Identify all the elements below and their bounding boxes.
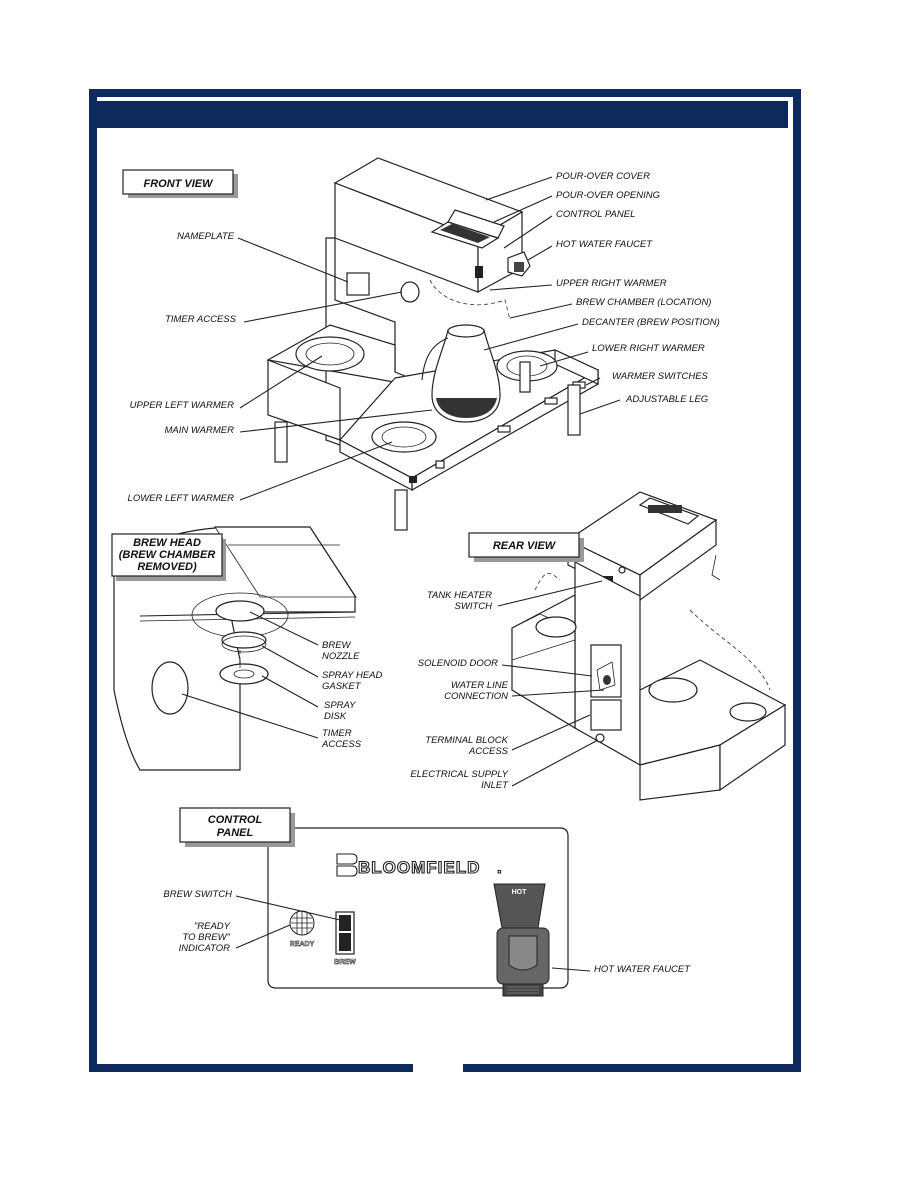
page-frame	[89, 89, 801, 1072]
brand-mark: .	[497, 858, 503, 877]
label-pour-over-cover: POUR-OVER COVER	[556, 171, 650, 182]
front-view-title-box: FRONT VIEW	[122, 169, 238, 198]
label-pour-over-opening: POUR-OVER OPENING	[556, 190, 660, 201]
brew-head-callouts	[181, 611, 319, 739]
control-panel-drawing: BLOOMFIELD . READY BREW HOT	[267, 827, 569, 997]
brew-head-title-1: BREW HEAD	[133, 537, 201, 549]
label-brew-switch: BREW SWITCH	[163, 889, 232, 900]
label-upper-right-warmer: UPPER RIGHT WARMER	[556, 278, 667, 289]
label-lower-right-warmer: LOWER RIGHT WARMER	[592, 343, 705, 354]
control-panel-callouts	[235, 895, 591, 972]
front-view-labels: POUR-OVER COVER POUR-OVER OPENING CONTRO…	[128, 171, 720, 504]
label-timer-access-1: TIMER	[322, 728, 352, 739]
label-water-line-2: CONNECTION	[444, 691, 508, 702]
brand-logo: BLOOMFIELD	[358, 858, 480, 877]
label-spray-head-gasket-1: SPRAY HEAD	[322, 670, 383, 681]
label-terminal-block-2: ACCESS	[468, 746, 509, 757]
brew-head-title-2: (BREW CHAMBER	[119, 549, 216, 561]
control-panel-title-box: CONTROL PANEL	[179, 807, 295, 847]
rear-view-callouts	[497, 580, 605, 787]
label-spray-head-gasket-2: GASKET	[322, 681, 362, 692]
rear-view-title-box: REAR VIEW	[468, 532, 584, 562]
label-ready-2: TO BREW"	[182, 932, 230, 943]
label-decanter: DECANTER (BREW POSITION)	[582, 317, 720, 328]
brew-head-labels: BREW NOZZLE SPRAY HEAD GASKET SPRAY DISK…	[321, 640, 383, 750]
label-nameplate: NAMEPLATE	[177, 231, 235, 242]
label-brew-nozzle-1: BREW	[322, 640, 352, 651]
front-view-callouts	[237, 176, 621, 501]
label-warmer-switches: WARMER SWITCHES	[612, 371, 709, 382]
label-ready-3: INDICATOR	[179, 943, 231, 954]
label-electrical-supply-2: INLET	[481, 780, 509, 791]
label-hot-water-faucet-panel: HOT WATER FAUCET	[594, 964, 691, 975]
label-terminal-block-1: TERMINAL BLOCK	[425, 735, 508, 746]
brew-text: BREW	[334, 959, 356, 966]
label-brew-nozzle-2: NOZZLE	[322, 651, 360, 662]
label-lower-left-warmer: LOWER LEFT WARMER	[128, 493, 235, 504]
label-water-line-1: WATER LINE	[451, 680, 509, 691]
label-adjustable-leg: ADJUSTABLE LEG	[625, 394, 708, 405]
label-spray-disk-1: SPRAY	[324, 700, 356, 711]
rear-view-title: REAR VIEW	[493, 540, 557, 552]
label-timer-access: TIMER ACCESS	[165, 314, 237, 325]
label-spray-disk-2: DISK	[324, 711, 347, 722]
control-panel-title-2: PANEL	[217, 827, 254, 839]
label-main-warmer: MAIN WARMER	[165, 425, 235, 436]
label-control-panel: CONTROL PANEL	[556, 209, 635, 220]
label-ready-1: "READY	[194, 921, 231, 932]
label-solenoid-door: SOLENOID DOOR	[418, 658, 498, 669]
label-upper-left-warmer: UPPER LEFT WARMER	[130, 400, 234, 411]
label-brew-chamber: BREW CHAMBER (LOCATION)	[576, 297, 711, 308]
front-view-title: FRONT VIEW	[143, 178, 214, 190]
control-panel-labels: BREW SWITCH "READY TO BREW" INDICATOR HO…	[163, 889, 691, 975]
rear-view-labels: TANK HEATER SWITCH SOLENOID DOOR WATER L…	[410, 590, 509, 791]
ready-text: READY	[290, 941, 315, 948]
front-view-brewer-drawing	[266, 157, 600, 531]
control-panel-title-1: CONTROL	[208, 814, 263, 826]
hot-text: HOT	[512, 889, 528, 896]
label-tank-heater-switch-2: SWITCH	[455, 601, 493, 612]
label-tank-heater-switch-1: TANK HEATER	[427, 590, 492, 601]
label-timer-access-2: ACCESS	[321, 739, 362, 750]
label-electrical-supply-1: ELECTRICAL SUPPLY	[410, 769, 508, 780]
brew-head-title-box: BREW HEAD (BREW CHAMBER REMOVED)	[111, 533, 226, 581]
header-bar	[96, 101, 788, 128]
brew-head-title-3: REMOVED)	[137, 561, 197, 573]
label-hot-water-faucet: HOT WATER FAUCET	[556, 239, 653, 250]
ready-indicator-mesh	[291, 911, 313, 935]
